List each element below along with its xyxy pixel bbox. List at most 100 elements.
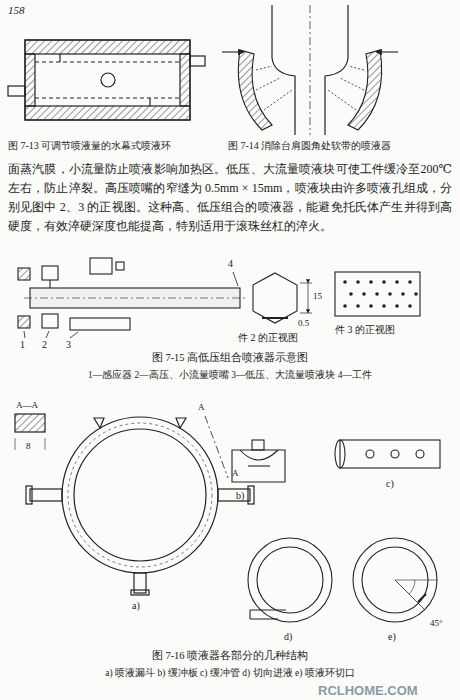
sub-figure-label: a): [132, 600, 140, 612]
section-mark: A: [232, 468, 239, 479]
view-label: 件 3 的正视图: [335, 324, 395, 336]
spray-ring-section: [59, 54, 60, 62]
shaft-with-shoulder: [272, 5, 295, 135]
ring-cut: [353, 538, 437, 622]
shoulder-sprayer: [264, 90, 292, 110]
buffer-tube: [391, 450, 399, 458]
spray-funnel-ring: [30, 489, 62, 501]
high-low-pressure-sprayer: [300, 283, 312, 284]
high-low-pressure-sprayer: [308, 283, 309, 313]
ring-cut: [395, 580, 437, 581]
ring-cut: [418, 594, 426, 602]
high-low-pressure-sprayer: [24, 331, 25, 338]
high-low-pressure-sprayer: [253, 273, 297, 323]
buffer-plate: [252, 440, 264, 450]
spray-ring-section: [25, 54, 35, 106]
spray-funnel-ring: [176, 418, 186, 428]
shaft-with-shoulder: [272, 5, 348, 135]
spray-funnel-ring: [131, 590, 149, 595]
spray-hole: [369, 280, 373, 284]
body-text: 面蒸汽膜，小流量防止喷液影响加热区。低压、大流量喷液块可使工件缓冷至200℃左右…: [8, 160, 452, 236]
high-low-pressure-sprayer: [300, 313, 312, 314]
spray-funnel-ring: [15, 414, 45, 432]
buffer-tube: [416, 450, 424, 458]
callout-number: 2: [42, 339, 47, 351]
high-low-pressure-sprayer: [90, 258, 112, 274]
spray-hole: [369, 304, 373, 308]
buffer-tube: [335, 440, 345, 468]
shoulder-sprayer: [348, 66, 364, 70]
buffer-tube: [340, 440, 440, 468]
tangential-inlet-ring: [250, 610, 286, 619]
spray-funnel-ring: [218, 489, 250, 501]
high-low-pressure-sprayer: [262, 317, 288, 319]
spray-hole: [382, 304, 386, 308]
shoulder-sprayer: [222, 51, 244, 52]
shoulder-sprayer: [256, 66, 364, 110]
callout-number: 1: [20, 339, 25, 351]
spray-hole: [408, 304, 412, 308]
spray-ring-section: [35, 61, 180, 62]
spray-funnel-ring: [62, 417, 218, 573]
buffer-plate: [248, 465, 270, 466]
spray-ring-section: [8, 86, 25, 96]
spray-ring-section: [8, 40, 205, 120]
section-label: A—A: [16, 400, 38, 411]
tangential-inlet-ring: [248, 538, 332, 622]
spray-funnel-ring: [45, 438, 46, 450]
spray-hole: [414, 292, 418, 296]
dimension: 15: [313, 291, 322, 302]
spray-ring-section: [190, 56, 205, 66]
spray-funnel-ring: [68, 423, 212, 567]
spray-funnel-ring: [74, 429, 206, 561]
high-low-pressure-sprayer: [46, 331, 49, 338]
spray-hole: [356, 280, 360, 284]
sub-figure-label: c): [386, 478, 394, 490]
shoulder-sprayer: [340, 78, 364, 90]
spray-hole: [375, 292, 379, 296]
high-low-pressure-sprayer: [18, 268, 30, 280]
tangential-inlet-ring: [249, 610, 250, 619]
figure-legend: 1—感应器 2—高压、小流量喷嘴 3—低压、大流量喷液块 4—工件: [88, 370, 372, 381]
ring-cut: [353, 538, 437, 622]
spray-hole: [395, 304, 399, 308]
ring-cut: [409, 580, 415, 594]
buffer-plate: [232, 450, 285, 482]
high-low-pressure-sprayer: [70, 332, 78, 338]
spray-ring-section: [25, 40, 190, 120]
figure-caption: 图 7-15 高低压组合喷液器示意图: [152, 352, 309, 365]
figure-legend: a) 喷液漏斗 b) 缓冲板 c) 缓冲管 d) 切向进液 e) 喷液环切口: [105, 668, 354, 679]
high-low-pressure-sprayer: [233, 272, 238, 286]
sub-figure-label: d): [284, 631, 292, 643]
view-label: 件 2 的正视图: [238, 332, 298, 344]
buffer-tube: [335, 440, 440, 468]
spray-hole: [349, 292, 353, 296]
spray-ring-section: [25, 106, 190, 120]
buffer-plate: [232, 440, 285, 482]
spray-funnel-ring: [205, 416, 228, 478]
shoulder-sprayer: [376, 51, 398, 52]
sub-figure-label: e): [388, 631, 396, 643]
spray-ring-section: [25, 40, 190, 54]
spray-hole: [343, 304, 347, 308]
spray-funnel-ring: [15, 438, 16, 450]
callout-number: 3: [66, 339, 71, 351]
spray-hole: [388, 292, 392, 296]
shaft-with-shoulder: [310, 5, 311, 135]
high-low-pressure-sprayer: [335, 272, 420, 316]
page-number: 158: [8, 4, 25, 17]
shoulder-sprayer: [256, 66, 272, 70]
angle-dimension: 45°: [430, 618, 443, 629]
high-low-pressure-sprayer: [24, 298, 246, 299]
high-low-pressure-sprayer: [42, 314, 58, 328]
shoulder-sprayer: [238, 50, 272, 130]
shoulder-sprayer: [256, 78, 280, 90]
figure-caption: 图 7-16 喷液器各部分的几种结构: [152, 650, 309, 663]
buffer-tube: [366, 450, 374, 458]
dimension: 0.5: [298, 318, 309, 329]
figure-caption: 图 7-14 消除台肩圆角处软带的喷液器: [228, 140, 391, 152]
spray-hole: [401, 292, 405, 296]
spray-ring-section: [180, 54, 190, 106]
spray-hole: [362, 292, 366, 296]
